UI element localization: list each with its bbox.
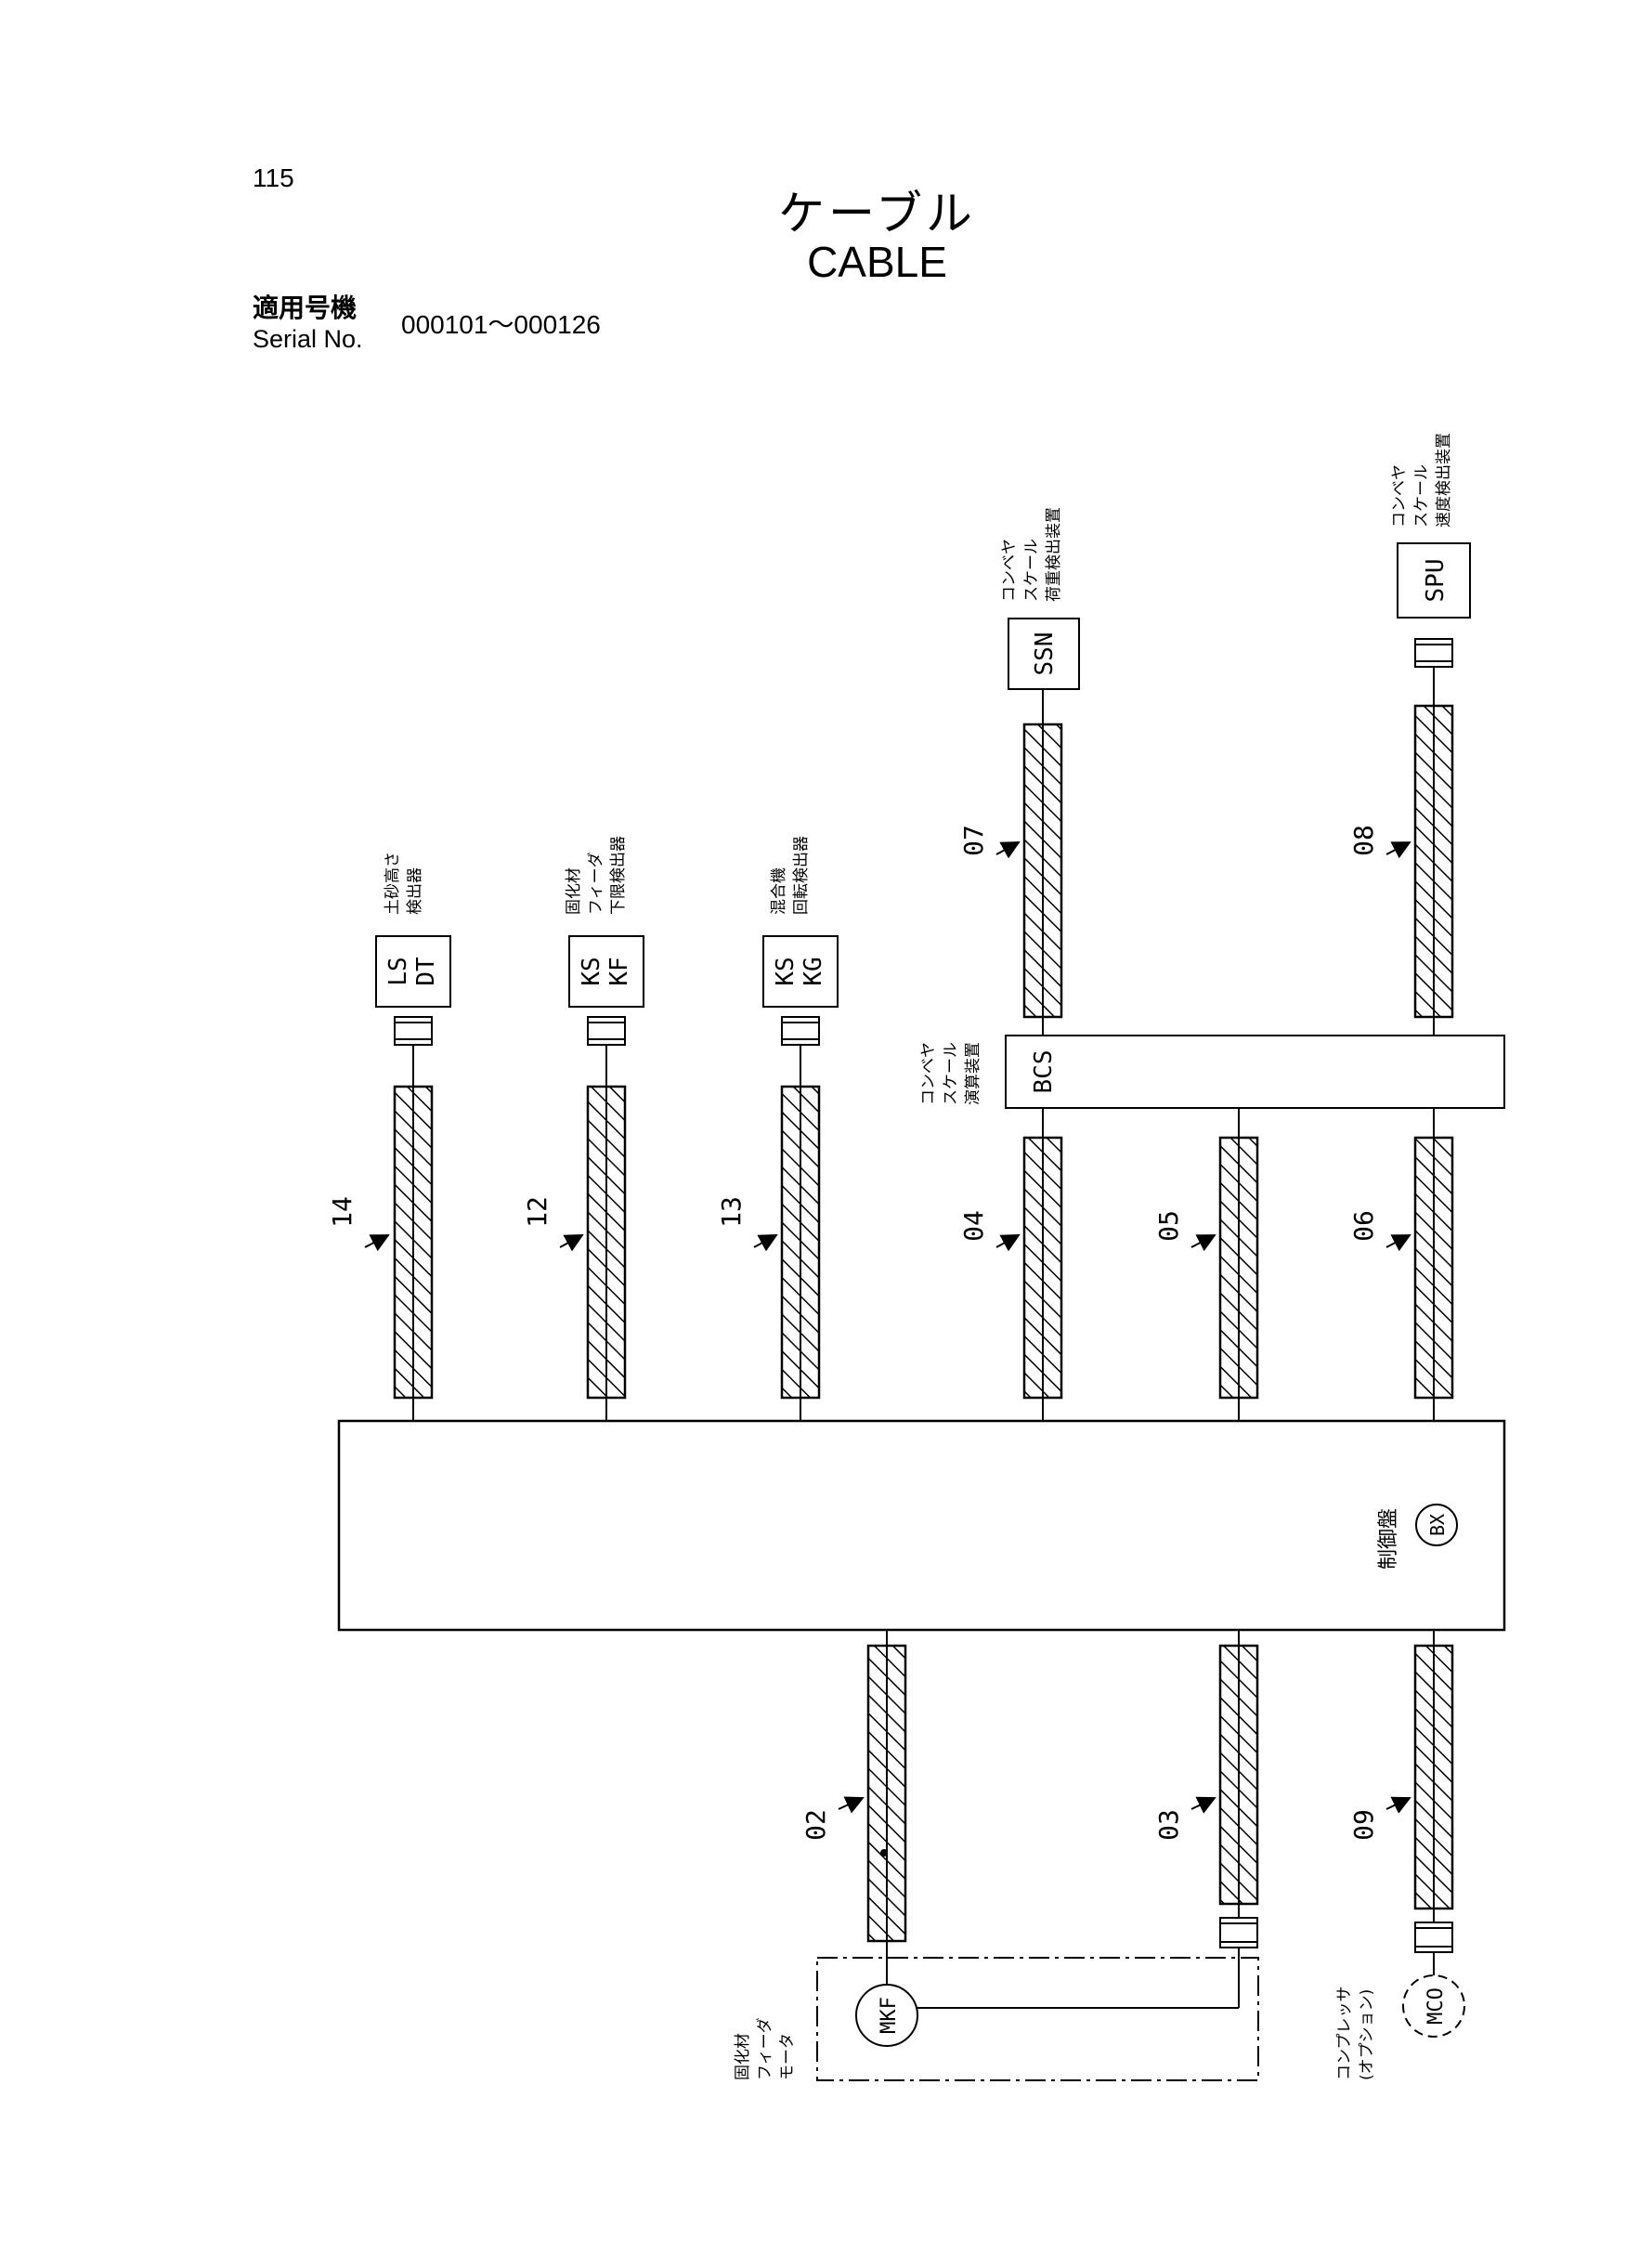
serial-label-ja: 適用号機: [253, 293, 358, 323]
cable-06: [1413, 1136, 1454, 1400]
page-number: 115: [253, 163, 294, 192]
spu-label-line1: コンベヤ: [1390, 464, 1409, 528]
mco-label-line2: (オプション): [1358, 1989, 1376, 2080]
spu-code: SPU: [1422, 559, 1450, 603]
kskg-label-line2: 回転検出器: [792, 836, 811, 915]
lsdt-label-line1: 土砂高さ: [384, 852, 402, 915]
ssn-code: SSN: [1031, 632, 1059, 676]
lsdt-box: [375, 935, 451, 1008]
cable-12: [586, 1085, 627, 1400]
mkf-label-line3: モータ: [778, 2033, 797, 2080]
cable-07: [1022, 723, 1063, 1019]
cable-04: [1022, 1136, 1063, 1400]
connector-09: [1414, 1922, 1453, 1953]
connector-spu: [1414, 638, 1453, 668]
cable-03-number: 03: [1153, 1809, 1184, 1841]
mkf-label-line2: フィーダ: [756, 2017, 774, 2080]
cable-05: [1218, 1136, 1259, 1400]
lsdt-label-line2: 検出器: [406, 867, 424, 915]
cable-12-number: 12: [522, 1196, 553, 1228]
bx-code: BX: [1426, 1514, 1449, 1536]
ssn-label-line3: 荷重検出装置: [1045, 507, 1063, 602]
kskg-box: [762, 935, 839, 1008]
mco-label-line1: コンプレッサ: [1335, 1987, 1354, 2081]
bx-circle: [1415, 1504, 1458, 1546]
mkf-motor-circle: [855, 1984, 918, 2047]
serial-label-en: Serial No.: [253, 325, 363, 353]
mkf-label-line1: 固化材: [734, 2033, 752, 2080]
cable-02-number: 02: [800, 1809, 831, 1841]
control-panel-label: 制御盤: [1377, 1508, 1400, 1570]
bcs-label-line2: スケール: [942, 1042, 960, 1105]
spu-label-line3: 速度検出装置: [1435, 433, 1453, 528]
bcs-code: BCS: [1030, 1050, 1058, 1094]
mco-code: MCO: [1424, 1987, 1448, 2025]
cable-09: [1413, 1644, 1454, 1910]
kskf-code-line2: KF: [605, 957, 633, 985]
kskg-label-line1: 混合機: [770, 867, 788, 915]
cable-07-number: 07: [958, 825, 989, 856]
cable-13-number: 13: [716, 1196, 747, 1228]
cable-04-number: 04: [958, 1210, 989, 1242]
cable-09-number: 09: [1348, 1809, 1379, 1841]
cable-08: [1413, 704, 1454, 1019]
kskf-code-line1: KS: [578, 957, 605, 985]
cable-06-number: 06: [1348, 1210, 1379, 1242]
cable-03: [1218, 1644, 1259, 1906]
kskf-label-line1: 固化材: [565, 867, 583, 915]
bcs-box: [1005, 1035, 1505, 1109]
mco-motor-circle: [1402, 1974, 1465, 2038]
lsdt-code-line1: LS: [384, 957, 412, 985]
page-title-en: CABLE: [807, 238, 947, 286]
connector-03: [1219, 1917, 1258, 1948]
ssn-label-line1: コンベヤ: [1000, 539, 1019, 602]
mkf-dashed-enclosure: [816, 1957, 1259, 2081]
kskf-label-line2: フィーダ: [587, 852, 605, 915]
lsdt-code-line2: DT: [412, 957, 440, 986]
connector-kskg: [781, 1016, 820, 1046]
kskf-box: [568, 935, 644, 1008]
ssn-box: [1008, 618, 1080, 690]
kskg-code-line2: KG: [800, 957, 827, 985]
serial-range: 000101～000126: [401, 310, 601, 339]
cable-14: [393, 1085, 434, 1400]
connector-lsdt: [394, 1016, 433, 1046]
cable-14-number: 14: [327, 1196, 358, 1228]
connector-kskf: [587, 1016, 626, 1046]
bcs-label-line3: 演算装置: [964, 1042, 982, 1105]
cable-02: [866, 1644, 907, 1943]
mkf-code: MKF: [878, 1997, 901, 2034]
bcs-label-line1: コンベヤ: [919, 1042, 938, 1105]
spu-box: [1397, 542, 1471, 619]
kskg-code-line1: KS: [772, 957, 800, 985]
control-panel-box: [337, 1419, 1506, 1632]
ssn-label-line2: スケール: [1022, 539, 1041, 602]
kskf-label-line3: 下限検出器: [609, 836, 628, 915]
page-title-ja: ケーブル: [778, 187, 976, 241]
cable-08-number: 08: [1348, 825, 1379, 856]
spu-label-line2: スケール: [1412, 464, 1431, 528]
cable-13: [780, 1085, 821, 1400]
cable-05-number: 05: [1153, 1210, 1184, 1242]
